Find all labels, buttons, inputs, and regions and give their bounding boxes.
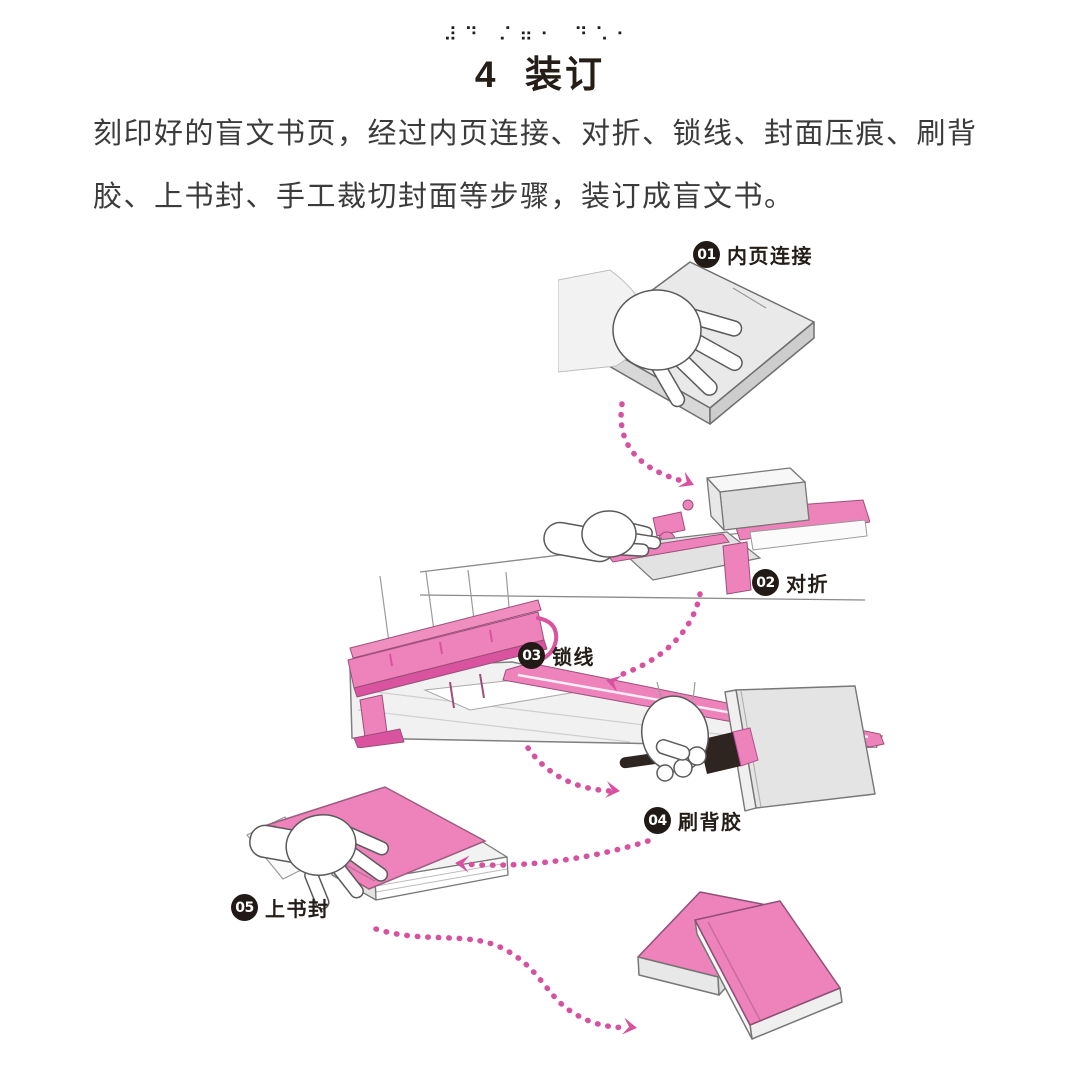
- braille-dots-row: ⠼⠙ ⠌⠶⠂ ⠙⠡⠂: [443, 24, 637, 46]
- step-tag-05: 05 上书封: [231, 893, 330, 922]
- pink-guide-fin: [722, 541, 752, 595]
- pressing-hand: [558, 269, 743, 408]
- step-number-badge: 03: [518, 642, 545, 669]
- step-number-badge: 01: [693, 241, 720, 268]
- intro-line-1: 刻印好的盲文书页，经过内页连接、对折、锁线、封面压痕、刷背: [93, 118, 978, 150]
- finished-books-illustration: [637, 891, 843, 1040]
- flow-arrow-3: [525, 745, 613, 794]
- placing-hand: [249, 814, 389, 910]
- step-label: 锁线: [552, 647, 595, 669]
- step-tag-04: 04 刷背胶: [644, 806, 743, 835]
- intro-paragraph: 刻印好的盲文书页，经过内页连接、对折、锁线、封面压痕、刷背 胶、上书封、手工裁切…: [93, 103, 1003, 229]
- sewing-head: [347, 599, 559, 748]
- step-label: 内页连接: [727, 246, 813, 268]
- step-number-badge: 04: [644, 807, 671, 834]
- step-number-badge: 02: [752, 569, 779, 596]
- intro-line-2: 胶、上书封、手工裁切封面等步骤，装订成盲文书。: [93, 181, 795, 213]
- step-label: 刷背胶: [678, 812, 743, 834]
- step1-press-pages-illustration: [558, 261, 815, 425]
- step-label: 上书封: [265, 899, 330, 921]
- step-number-badge: 05: [231, 894, 258, 921]
- step-label: 对折: [786, 574, 829, 596]
- flow-arrow-5: [373, 926, 631, 1031]
- step4-glue-brush-illustration: [619, 682, 876, 812]
- step-tag-01: 01 内页连接: [693, 240, 813, 269]
- front-book: [694, 900, 843, 1040]
- feeding-hand: [543, 510, 662, 563]
- step-tag-02: 02 对折: [752, 568, 829, 597]
- step-tag-03: 03 锁线: [518, 641, 595, 670]
- paper-hopper: [706, 467, 810, 531]
- page-title: 4 装订: [474, 54, 606, 95]
- gripping-fist: [641, 695, 709, 782]
